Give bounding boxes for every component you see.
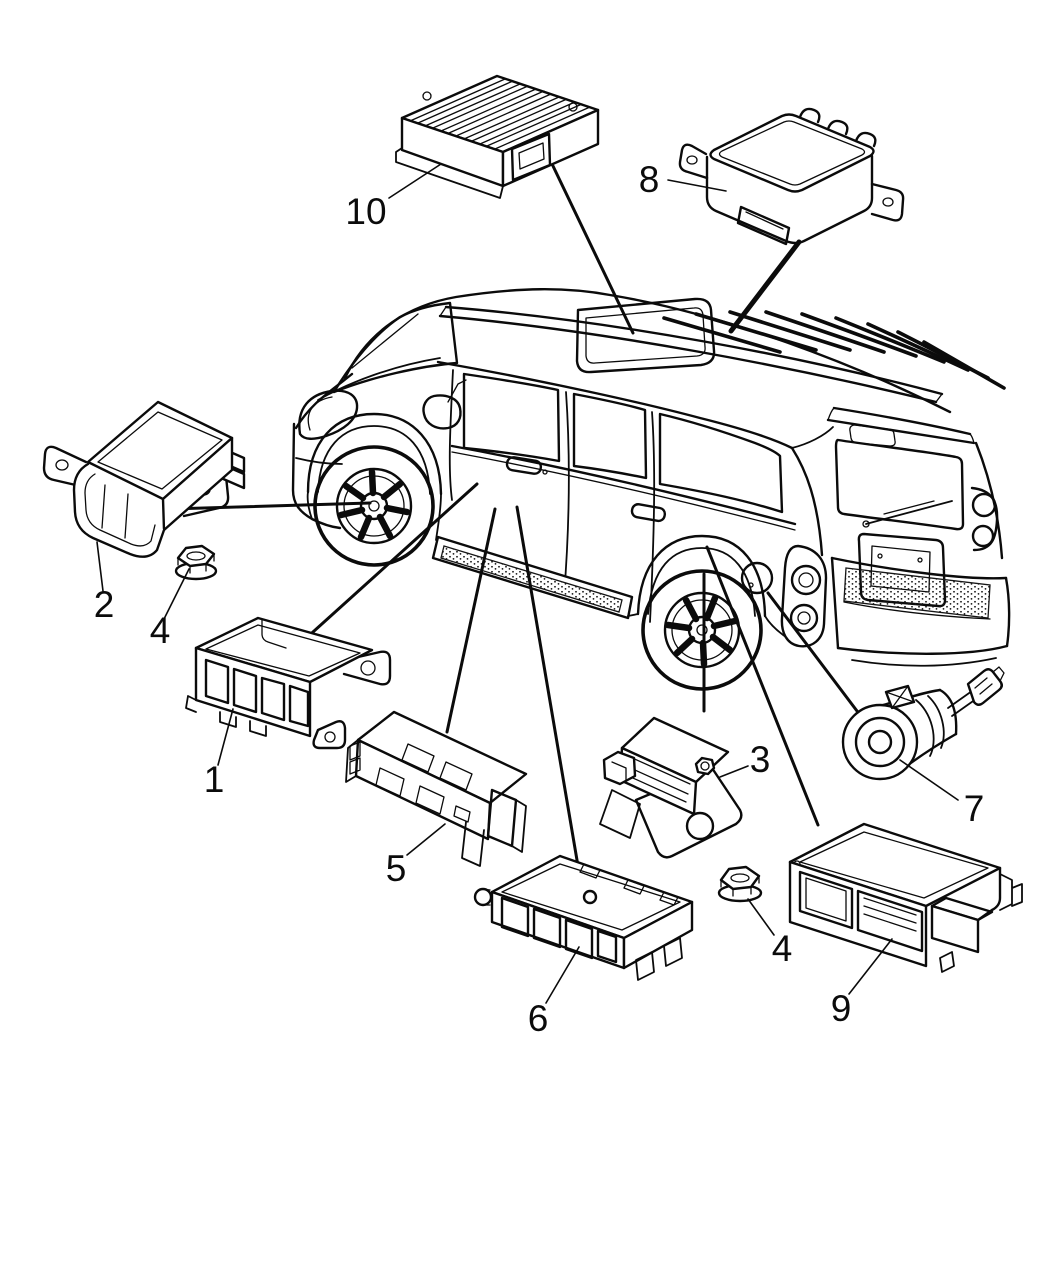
module-8-connector	[736, 205, 791, 246]
module-3	[599, 716, 743, 859]
module-5	[345, 710, 528, 867]
module-9	[788, 822, 1023, 973]
module-10-amplifier	[395, 74, 600, 199]
leader-module-5	[445, 507, 497, 734]
left-taillight	[780, 544, 828, 648]
nut-4b	[717, 865, 763, 903]
callout-line-4b	[747, 898, 775, 936]
callout-2: 2	[94, 584, 115, 625]
module-7-sensor	[841, 666, 1005, 781]
callout-line-9	[848, 938, 893, 995]
callout-10: 10	[345, 191, 386, 232]
rear-wheel	[641, 569, 763, 691]
rear-door-handle	[630, 503, 667, 523]
module-6	[473, 854, 694, 981]
callout-line-6	[545, 946, 580, 1004]
leader-lines	[168, 164, 859, 868]
vehicle-illustration	[291, 288, 1011, 691]
windshield	[332, 301, 459, 394]
module-2-connector	[72, 462, 166, 558]
leader-module-6	[515, 505, 580, 868]
module-2	[42, 400, 246, 558]
liftgate	[780, 406, 1011, 667]
front-door-handle	[505, 456, 543, 475]
rear-window	[834, 438, 965, 531]
callout-4b: 4	[772, 928, 793, 969]
fuel-door	[740, 561, 774, 595]
sunroof	[575, 297, 716, 374]
rear-bumper	[830, 556, 1011, 667]
callout-9: 9	[831, 988, 852, 1029]
callout-line-8	[667, 179, 727, 192]
callout-line-10	[388, 163, 442, 199]
roof-ribs	[662, 310, 1006, 390]
callout-4a: 4	[150, 610, 171, 651]
callout-6: 6	[528, 998, 549, 1039]
module-3-connector	[602, 750, 637, 786]
quarter-window	[658, 412, 784, 514]
leader-module-2	[168, 501, 372, 511]
running-board	[431, 535, 634, 620]
roof-rails	[438, 305, 944, 404]
rear-wiper	[862, 500, 953, 528]
beltline	[450, 444, 797, 531]
nut-4a	[174, 544, 218, 581]
callout-8: 8	[639, 159, 660, 200]
callout-3: 3	[750, 739, 771, 780]
leader-module-9	[705, 545, 820, 827]
side-windows	[436, 360, 834, 514]
side-mirror	[422, 379, 467, 430]
callout-1: 1	[204, 759, 225, 800]
callout-line-7	[899, 759, 959, 801]
liftgate-handle	[849, 424, 896, 447]
callout-line-3	[719, 765, 749, 778]
leader-module-10	[551, 164, 635, 335]
front-wheel	[313, 445, 435, 567]
rear-door-window	[572, 392, 648, 480]
callout-line-1	[217, 708, 234, 766]
right-taillight	[970, 486, 999, 552]
leader-module-7	[766, 591, 859, 713]
front-door-window	[462, 372, 561, 463]
callout-7: 7	[964, 788, 985, 829]
callout-line-4a	[163, 568, 190, 620]
callout-line-5	[406, 823, 446, 856]
callout-lines	[96, 163, 959, 1004]
module-8	[678, 107, 905, 246]
callout-line-2	[96, 541, 104, 592]
module-7-connector	[966, 668, 1003, 706]
callout-5: 5	[386, 848, 407, 889]
leader-module-1	[301, 482, 479, 643]
callout-numbers: 10 8 2 4 1 5 3 7 6 4 9	[94, 159, 985, 1039]
headlight	[298, 389, 359, 440]
module-1	[185, 616, 392, 750]
leader-module-8	[728, 239, 802, 334]
